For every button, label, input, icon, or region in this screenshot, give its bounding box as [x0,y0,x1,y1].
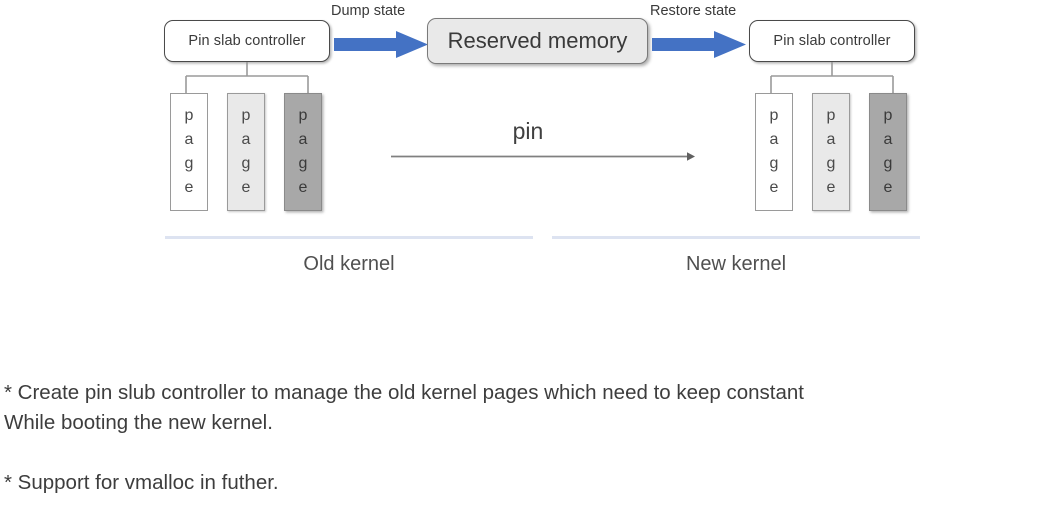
pin-arrow-icon [391,152,695,161]
page-letter: g [298,155,308,172]
old-page-box-2: p a g e [227,93,265,211]
page-letter: e [769,179,779,196]
new-kernel-divider [552,236,920,239]
old-pin-slab-controller-label: Pin slab controller [188,33,306,49]
page-letter: a [298,131,308,148]
new-page-box-2: p a g e [812,93,850,211]
old-controller-pages-connector [185,62,309,93]
page-letter: e [241,179,251,196]
note-bullet-1-line-2: While booting the new kernel. [4,411,273,434]
new-controller-pages-connector [770,62,894,93]
reserved-memory-box: Reserved memory [427,18,648,64]
page-letter: a [826,131,836,148]
notes-block: * Create pin slub controller to manage t… [4,378,1060,498]
old-pin-slab-controller-box: Pin slab controller [164,20,330,62]
page-letter: p [826,107,836,124]
new-page-box-3: p a g e [869,93,907,211]
old-page-box-3: p a g e [284,93,322,211]
page-letter: a [769,131,779,148]
pin-label: pin [512,118,544,144]
page-letter: p [883,107,893,124]
notes-spacer [4,438,1060,468]
page-letter: p [298,107,308,124]
old-kernel-caption: Old kernel [303,253,395,275]
dump-state-arrow-icon [334,31,428,58]
page-letter: a [241,131,251,148]
page-letter: e [184,179,194,196]
new-page-box-1: p a g e [755,93,793,211]
old-page-box-1: p a g e [170,93,208,211]
restore-state-label: Restore state [650,3,737,19]
page-letter: e [883,179,893,196]
page-letter: g [883,155,893,172]
page-letter: p [769,107,779,124]
page-letter: p [184,107,194,124]
page-letter: a [184,131,194,148]
reserved-memory-label: Reserved memory [447,28,628,53]
page-letter: a [883,131,893,148]
page-letter: g [241,155,251,172]
new-kernel-caption: New kernel [685,253,787,275]
page-letter: g [184,155,194,172]
page-letter: g [826,155,836,172]
new-pin-slab-controller-label: Pin slab controller [773,33,891,49]
restore-state-arrow-icon [652,31,746,58]
page-letter: e [826,179,836,196]
old-kernel-divider [165,236,533,239]
new-pin-slab-controller-box: Pin slab controller [749,20,915,62]
note-bullet-2-line-1: * Support for vmalloc in futher. [4,471,279,494]
page-letter: p [241,107,251,124]
page-letter: g [769,155,779,172]
note-bullet-1-line-1: * Create pin slub controller to manage t… [4,381,805,404]
page-letter: e [298,179,308,196]
dump-state-label: Dump state [331,3,406,19]
